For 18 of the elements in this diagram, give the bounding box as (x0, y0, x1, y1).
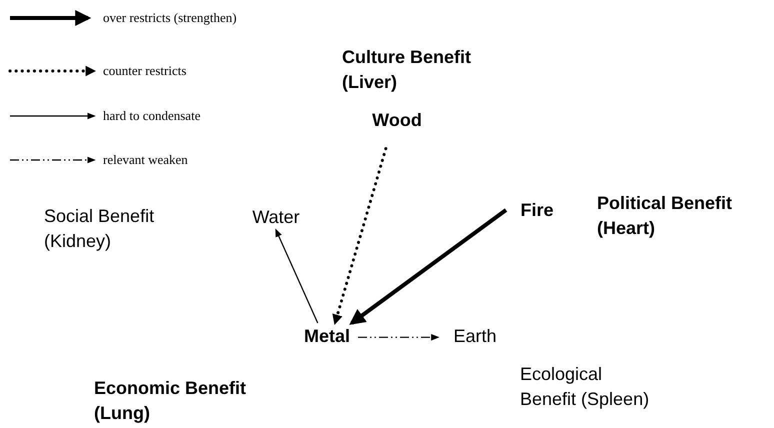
arrow (349, 208, 508, 325)
element-label: Wood (362, 107, 432, 133)
benefit-label: Political Benefit (Heart) (597, 192, 734, 240)
legend-text: relevant weaken (103, 152, 188, 168)
legend-text: hard to condensate (103, 108, 200, 124)
benefit-label: Economic Benefit (Lung) (94, 377, 248, 425)
benefit-label: Ecological Benefit (Spleen) (520, 363, 650, 411)
legend-text: over restricts (strengthen) (103, 10, 237, 26)
element-label: Water (243, 204, 309, 230)
element-label: Fire (512, 197, 562, 223)
arrow (275, 228, 318, 324)
benefit-label: Culture Benefit (Liver) (342, 46, 472, 94)
legend-text: counter restricts (103, 63, 186, 79)
element-label: Metal (296, 323, 358, 349)
element-label: Earth (444, 323, 506, 349)
arrow (332, 147, 388, 326)
arrow (358, 334, 440, 341)
benefit-label: Social Benefit (Kidney) (44, 205, 156, 253)
